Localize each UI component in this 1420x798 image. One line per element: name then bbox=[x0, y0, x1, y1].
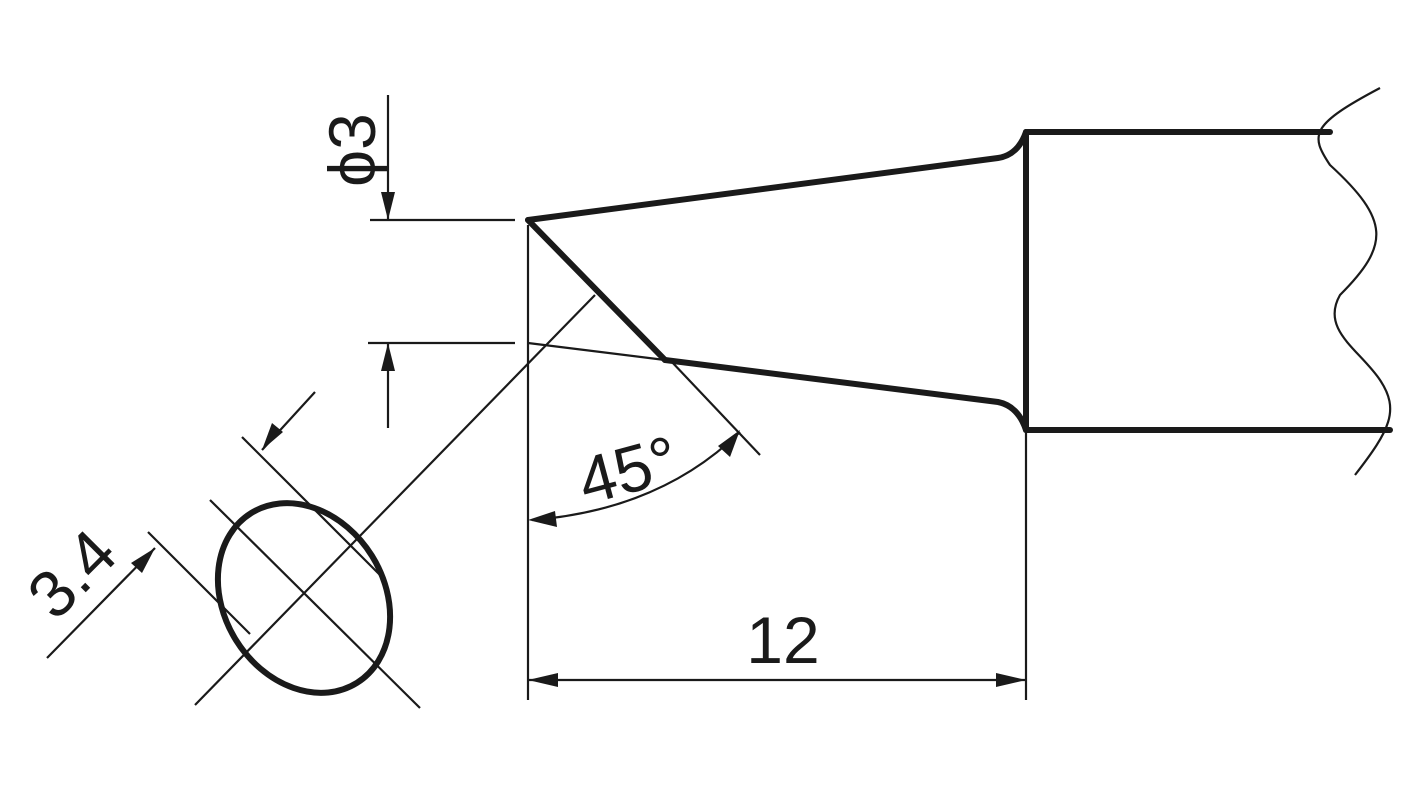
diameter-arrow-bottom bbox=[381, 343, 395, 371]
angle-extension-line bbox=[669, 359, 761, 456]
face-width-label: 3.4 bbox=[13, 515, 130, 632]
length-label: 12 bbox=[746, 603, 819, 677]
diameter-dimension: ϕ3 bbox=[315, 95, 515, 428]
length-dimension: 12 bbox=[526, 225, 1028, 700]
face-extension-lower bbox=[147, 531, 251, 635]
face-extension-upper bbox=[241, 436, 381, 576]
angle-arrow-right bbox=[718, 430, 740, 457]
shank-break-line bbox=[1317, 87, 1392, 476]
face-leader-line bbox=[194, 294, 596, 706]
angle-label: 45° bbox=[570, 421, 686, 518]
angle-arrow-left bbox=[528, 511, 557, 527]
tip-lower-edge bbox=[662, 357, 1029, 433]
tip-outline bbox=[525, 87, 1393, 476]
face-arrow-lower bbox=[131, 548, 155, 573]
face-arrow-upper bbox=[262, 423, 283, 450]
diameter-arrow-top bbox=[381, 192, 395, 220]
face-minor-axis bbox=[209, 499, 421, 709]
length-arrow-left bbox=[528, 673, 558, 687]
angle-arc bbox=[531, 431, 741, 522]
face-ellipse bbox=[214, 500, 394, 696]
length-arrow-right bbox=[996, 673, 1026, 687]
face-view: 3.4 bbox=[13, 294, 596, 709]
tip-upper-edge bbox=[525, 129, 1029, 223]
tip-bevel-face bbox=[525, 217, 668, 363]
angle-reference-line bbox=[527, 341, 666, 362]
diameter-label: ϕ3 bbox=[315, 113, 389, 187]
